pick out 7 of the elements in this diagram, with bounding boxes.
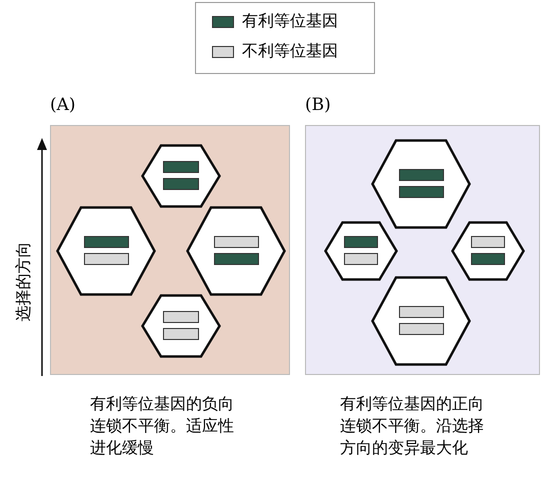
node-label: 有利等位基因的负向连锁不平衡。适应性进化缓慢 [90, 393, 235, 459]
axis-label: 选择的方向 [14, 240, 34, 322]
legend-label: 不利等位基因 [242, 41, 338, 62]
legend-label: 有利等位基因 [242, 11, 338, 32]
node-label: 有利等位基因的正向连锁不平衡。沿选择方向的变异最大化 [340, 393, 485, 459]
panel-label: (A) [50, 95, 76, 115]
panel-label: (B) [305, 95, 331, 115]
